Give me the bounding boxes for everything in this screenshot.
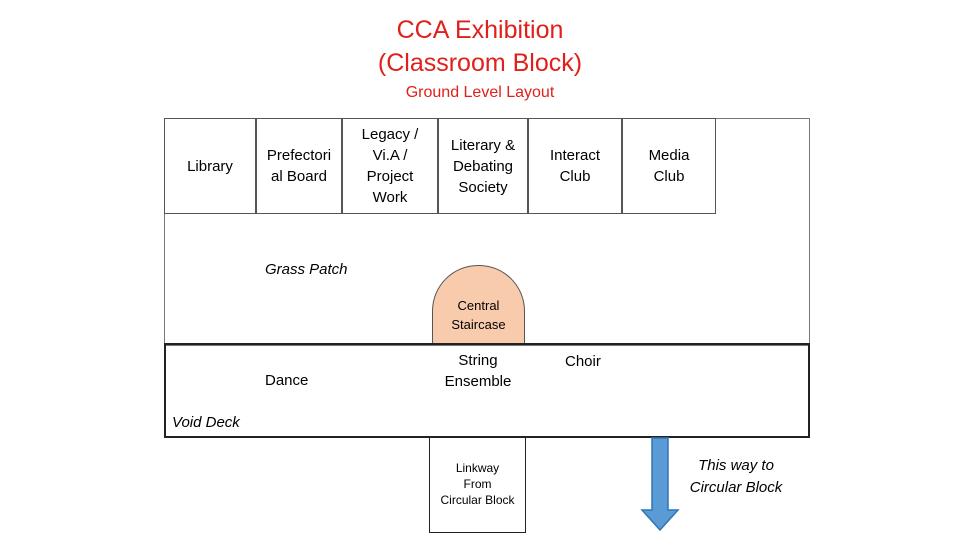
room-media-label: Media Club bbox=[648, 147, 690, 185]
room-library: Library bbox=[164, 118, 256, 214]
void-deck-label: Void Deck bbox=[172, 414, 240, 431]
room-literary-debating: Literary & Debating Society bbox=[438, 118, 528, 214]
string-ensemble-label: String Ensemble bbox=[444, 352, 512, 390]
circular-block-direction-label: This way to Circular Block bbox=[689, 457, 783, 496]
grass-patch-label: Grass Patch bbox=[265, 261, 348, 278]
room-prefectorial-board: Prefectori al Board bbox=[256, 118, 342, 214]
choir-label: Choir bbox=[565, 353, 601, 370]
subtitle: Ground Level Layout bbox=[405, 84, 555, 101]
room-interact-label: Interact Club bbox=[549, 147, 601, 185]
room-interact-club: Interact Club bbox=[528, 118, 622, 214]
down-arrow-icon bbox=[640, 437, 680, 532]
central-staircase bbox=[432, 265, 525, 343]
room-legacy-via-project-work: Legacy / Vi.A / Project Work bbox=[342, 118, 438, 214]
room-media-club: Media Club bbox=[622, 118, 716, 214]
room-prefectorial-board-label: Prefectori al Board bbox=[266, 147, 332, 185]
linkway bbox=[429, 437, 526, 533]
linkway-label: Linkway From Circular Block bbox=[440, 461, 515, 507]
room-library-label: Library bbox=[187, 157, 233, 175]
room-literary-label: Literary & Debating Society bbox=[450, 136, 516, 196]
central-staircase-label: Central Staircase bbox=[451, 298, 506, 332]
void-deck-area bbox=[164, 343, 810, 438]
title-line-1: CCA Exhibition bbox=[396, 16, 564, 44]
room-legacy-label: Legacy / Vi.A / Project Work bbox=[361, 126, 419, 206]
title-line-2: (Classroom Block) bbox=[377, 49, 583, 77]
dance-label: Dance bbox=[265, 372, 309, 389]
